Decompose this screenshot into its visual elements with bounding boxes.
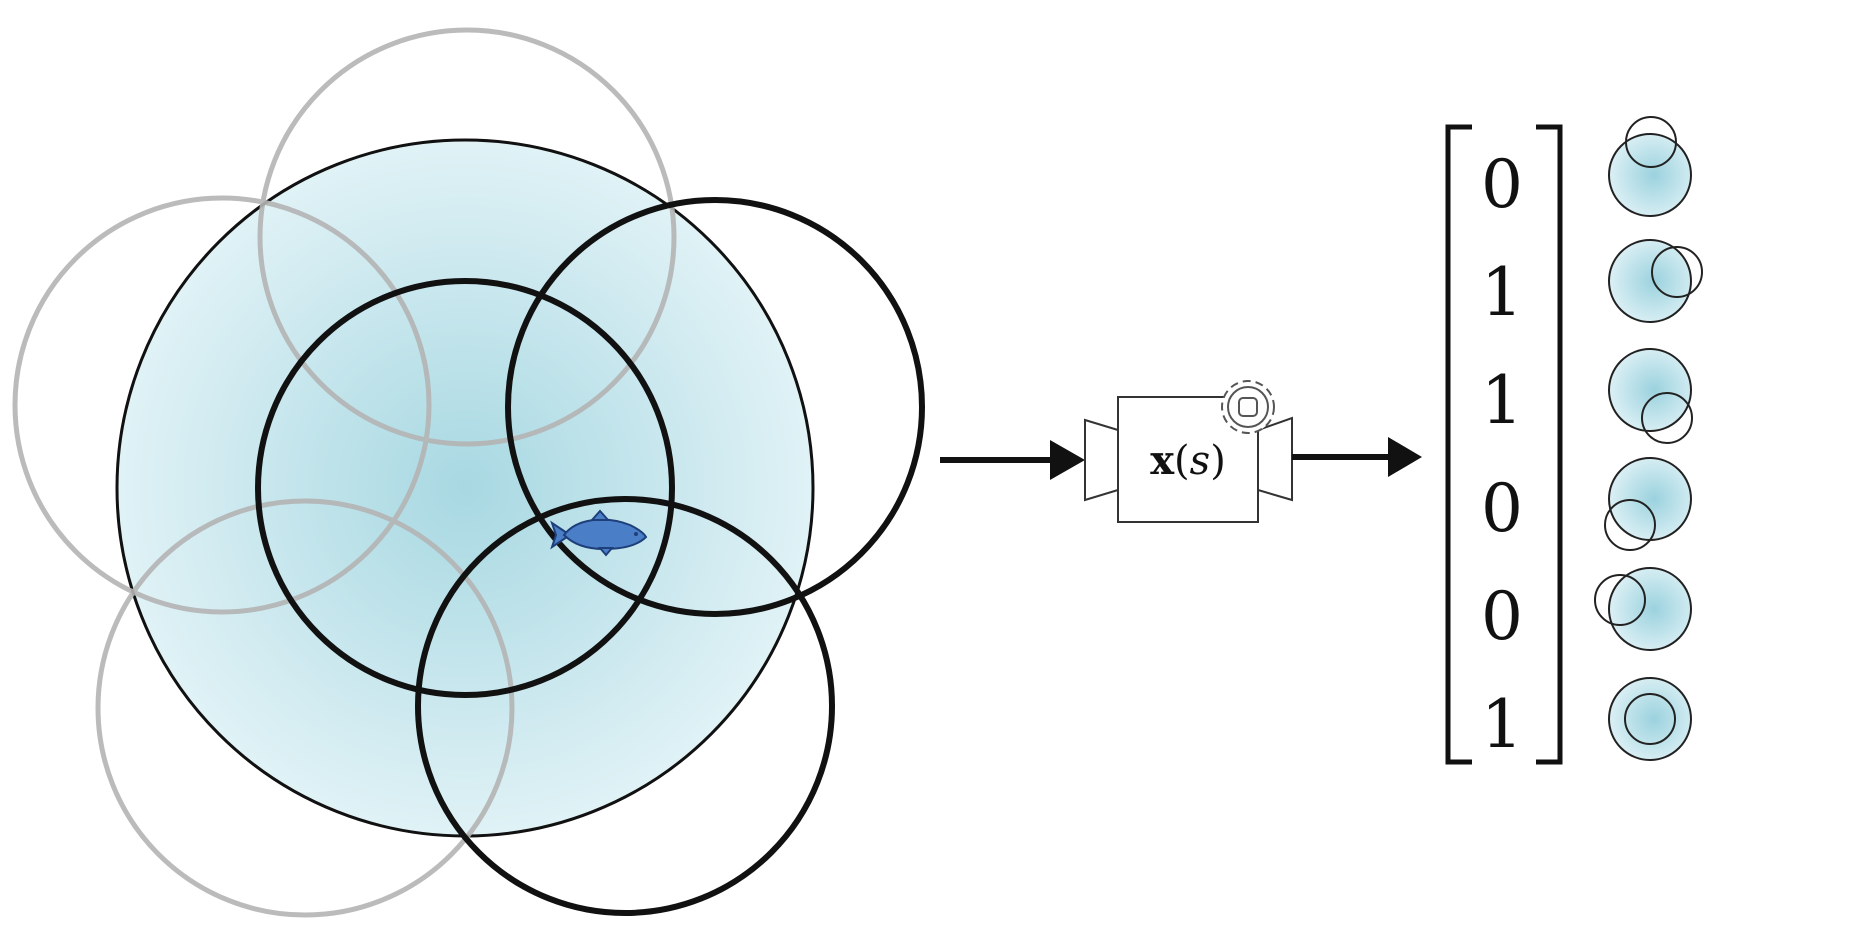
receptive-field-lower-left [95,498,515,918]
right-bracket [1536,124,1563,765]
receptive-field-right [505,197,925,617]
left-bracket [1445,124,1472,765]
receptive-field-bottom [415,496,835,916]
thumbnail-1 [1608,239,1703,323]
state-space-circle [115,138,815,838]
feature-value-3: 0 [1481,470,1523,547]
feature-value-0: 0 [1481,146,1523,223]
feature-value-4: 0 [1481,578,1523,655]
receptive-field-upper-left [12,195,432,615]
active-receptive-fields [255,197,925,916]
thumbnail-5 [1608,677,1692,761]
receptive-field-center [255,278,675,698]
fish-icon [550,509,648,557]
thumbnail-3 [1604,457,1692,551]
feature-value-2: 1 [1481,362,1523,439]
feature-thumbnails [1594,116,1703,761]
feature-function-label: x(s) [1150,437,1226,484]
arrow-head-left [1050,440,1085,480]
receptive-field-top [257,27,677,447]
feature-value-5: 1 [1481,686,1523,763]
feature-value-1: 1 [1481,254,1523,331]
feature-vector: 0 1 1 0 0 1 [1481,146,1523,763]
gear-icon [1221,380,1275,434]
thumbnail-0 [1608,116,1692,217]
inactive-receptive-fields [12,27,677,918]
thumbnail-4 [1594,567,1692,651]
arrow-head-right [1388,437,1422,477]
thumbnail-2 [1608,348,1693,444]
